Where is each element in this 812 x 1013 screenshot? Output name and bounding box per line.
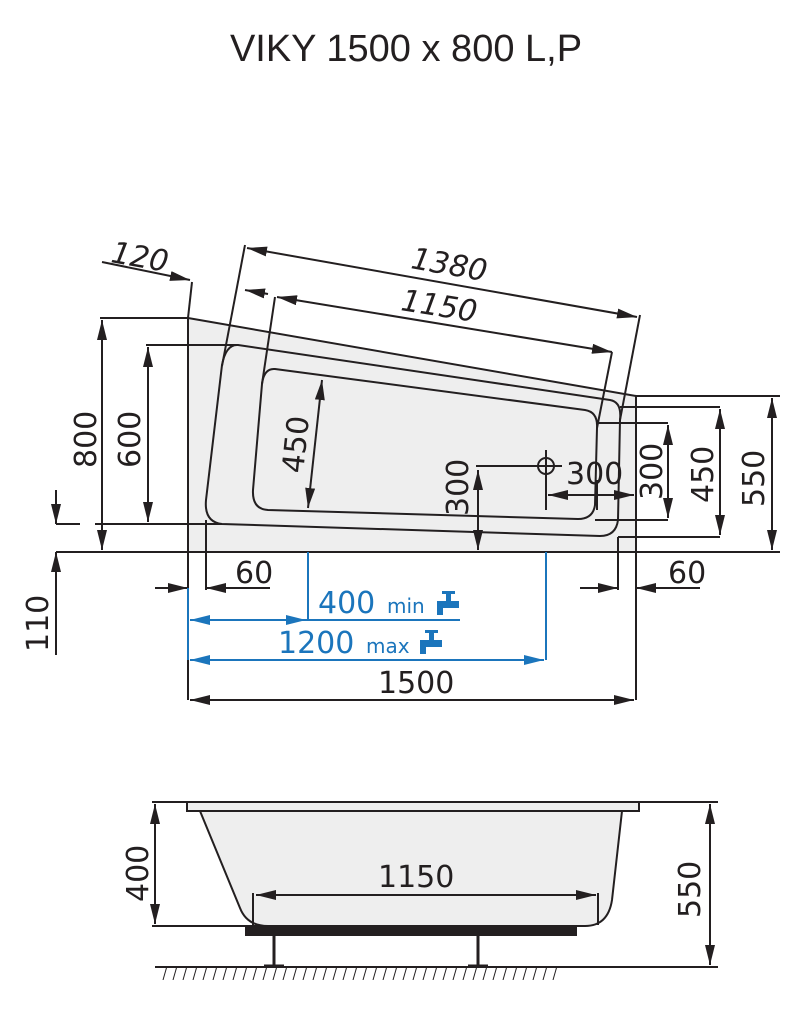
faucet-min-value: 400: [318, 586, 375, 621]
dim-60-left: 60: [235, 556, 273, 591]
faucet-dimensions: [187, 552, 547, 665]
dim-550-right: 550: [737, 450, 772, 507]
dim-1150-top: 1150: [399, 283, 480, 330]
dim-550-side: 550: [673, 861, 708, 918]
dim-1380: 1380: [409, 241, 490, 289]
dim-800: 800: [69, 411, 104, 468]
dim-60-right: 60: [668, 556, 706, 591]
dim-600: 600: [113, 411, 148, 468]
faucet-min-label: min: [387, 594, 425, 618]
dim-300-right: 300: [635, 443, 670, 500]
dim-1500: 1500: [378, 666, 454, 701]
dim-450-right: 450: [686, 446, 721, 503]
faucet-max-value: 1200: [278, 626, 354, 661]
floor-hatch: [158, 968, 558, 980]
faucet-icon: [420, 630, 442, 654]
top-view: [51, 244, 780, 705]
dim-120: 120: [109, 235, 171, 279]
dim-300-drain-y: 300: [441, 459, 476, 516]
dim-450-inner: 450: [276, 414, 317, 475]
side-view: [150, 801, 718, 968]
dim-400: 400: [121, 845, 156, 902]
bath-base: [245, 927, 577, 936]
faucet-max-label: max: [366, 634, 410, 658]
dim-300-drain-x: 300: [566, 457, 623, 492]
dim-110: 110: [21, 595, 56, 652]
faucet-icon: [437, 591, 459, 615]
dim-1150-side: 1150: [378, 860, 454, 895]
bath-rim: [186, 801, 640, 812]
page-title: VIKY 1500 x 800 L,P: [229, 28, 583, 70]
